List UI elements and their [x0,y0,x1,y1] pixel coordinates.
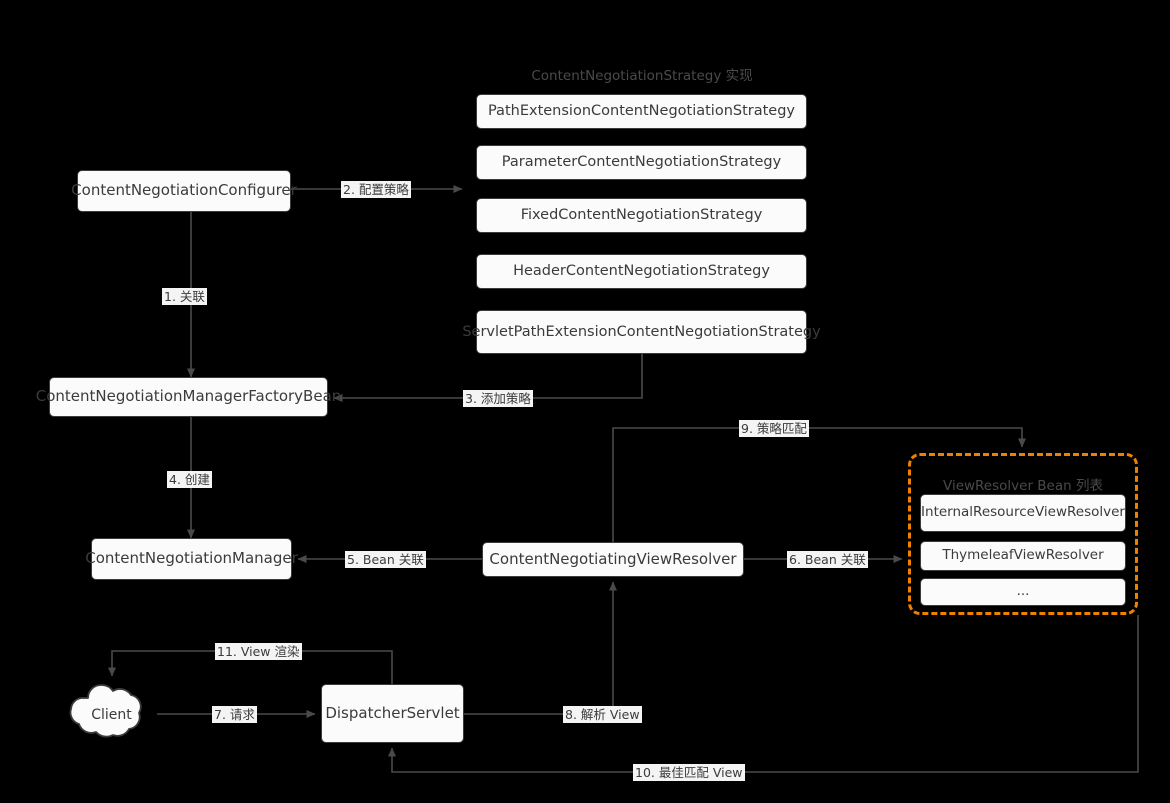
edge-label-9: 9. 策略匹配 [739,420,809,437]
edge-10-line [388,615,1139,773]
strategy-item-path-extension[interactable]: PathExtensionContentNegotiationStrategy [476,94,807,129]
client-label: Client [91,707,132,723]
edge-label-2: 2. 配置策略 [341,181,411,198]
edge-label-6: 6. Bean 关联 [787,551,868,568]
node-content-negotiating-view-resolver[interactable]: ContentNegotiatingViewResolver [482,542,744,577]
node-content-negotiation-manager-factory-bean[interactable]: ContentNegotiationManagerFactoryBean [36,377,341,417]
strategy-item-header[interactable]: HeaderContentNegotiationStrategy [476,254,807,289]
edge-label-1: 1. 关联 [162,288,207,305]
node-content-negotiation-manager[interactable]: ContentNegotiationManager [85,538,298,580]
strategy-item-fixed[interactable]: FixedContentNegotiationStrategy [476,198,807,233]
node-dispatcher-servlet[interactable]: DispatcherServlet [321,684,464,743]
cloud-icon [69,684,142,738]
strategy-item-servlet-path-extension[interactable]: ServletPathExtensionContentNegotiationSt… [462,310,821,354]
viewresolver-item-ellipsis[interactable]: ... [920,578,1126,606]
edge-label-7: 7. 请求 [212,706,257,723]
edge-8-line [464,581,617,715]
viewresolver-item-thymeleaf[interactable]: ThymeleafViewResolver [920,541,1126,571]
viewresolver-group-box [908,453,1138,615]
node-client[interactable]: Client [64,678,159,752]
edge-label-3: 3. 添加策略 [463,390,533,407]
edge-label-8: 8. 解析 View [563,706,642,723]
edge-label-11: 11. View 渲染 [215,643,302,660]
node-content-negotiation-configurer[interactable]: ContentNegotiationConfigurer [71,170,297,212]
viewresolver-item-internal-resource[interactable]: InternalResourceViewResolver [920,494,1126,532]
edge-label-5: 5. Bean 关联 [345,551,426,568]
edge-label-4: 4. 创建 [167,471,212,488]
viewresolver-group-title: ViewResolver Bean 列表 [943,478,1103,494]
edge-label-10: 10. 最佳匹配 View [633,764,745,781]
strategy-group-title: ContentNegotiationStrategy 实现 [531,68,753,84]
strategy-item-parameter[interactable]: ParameterContentNegotiationStrategy [476,145,807,180]
